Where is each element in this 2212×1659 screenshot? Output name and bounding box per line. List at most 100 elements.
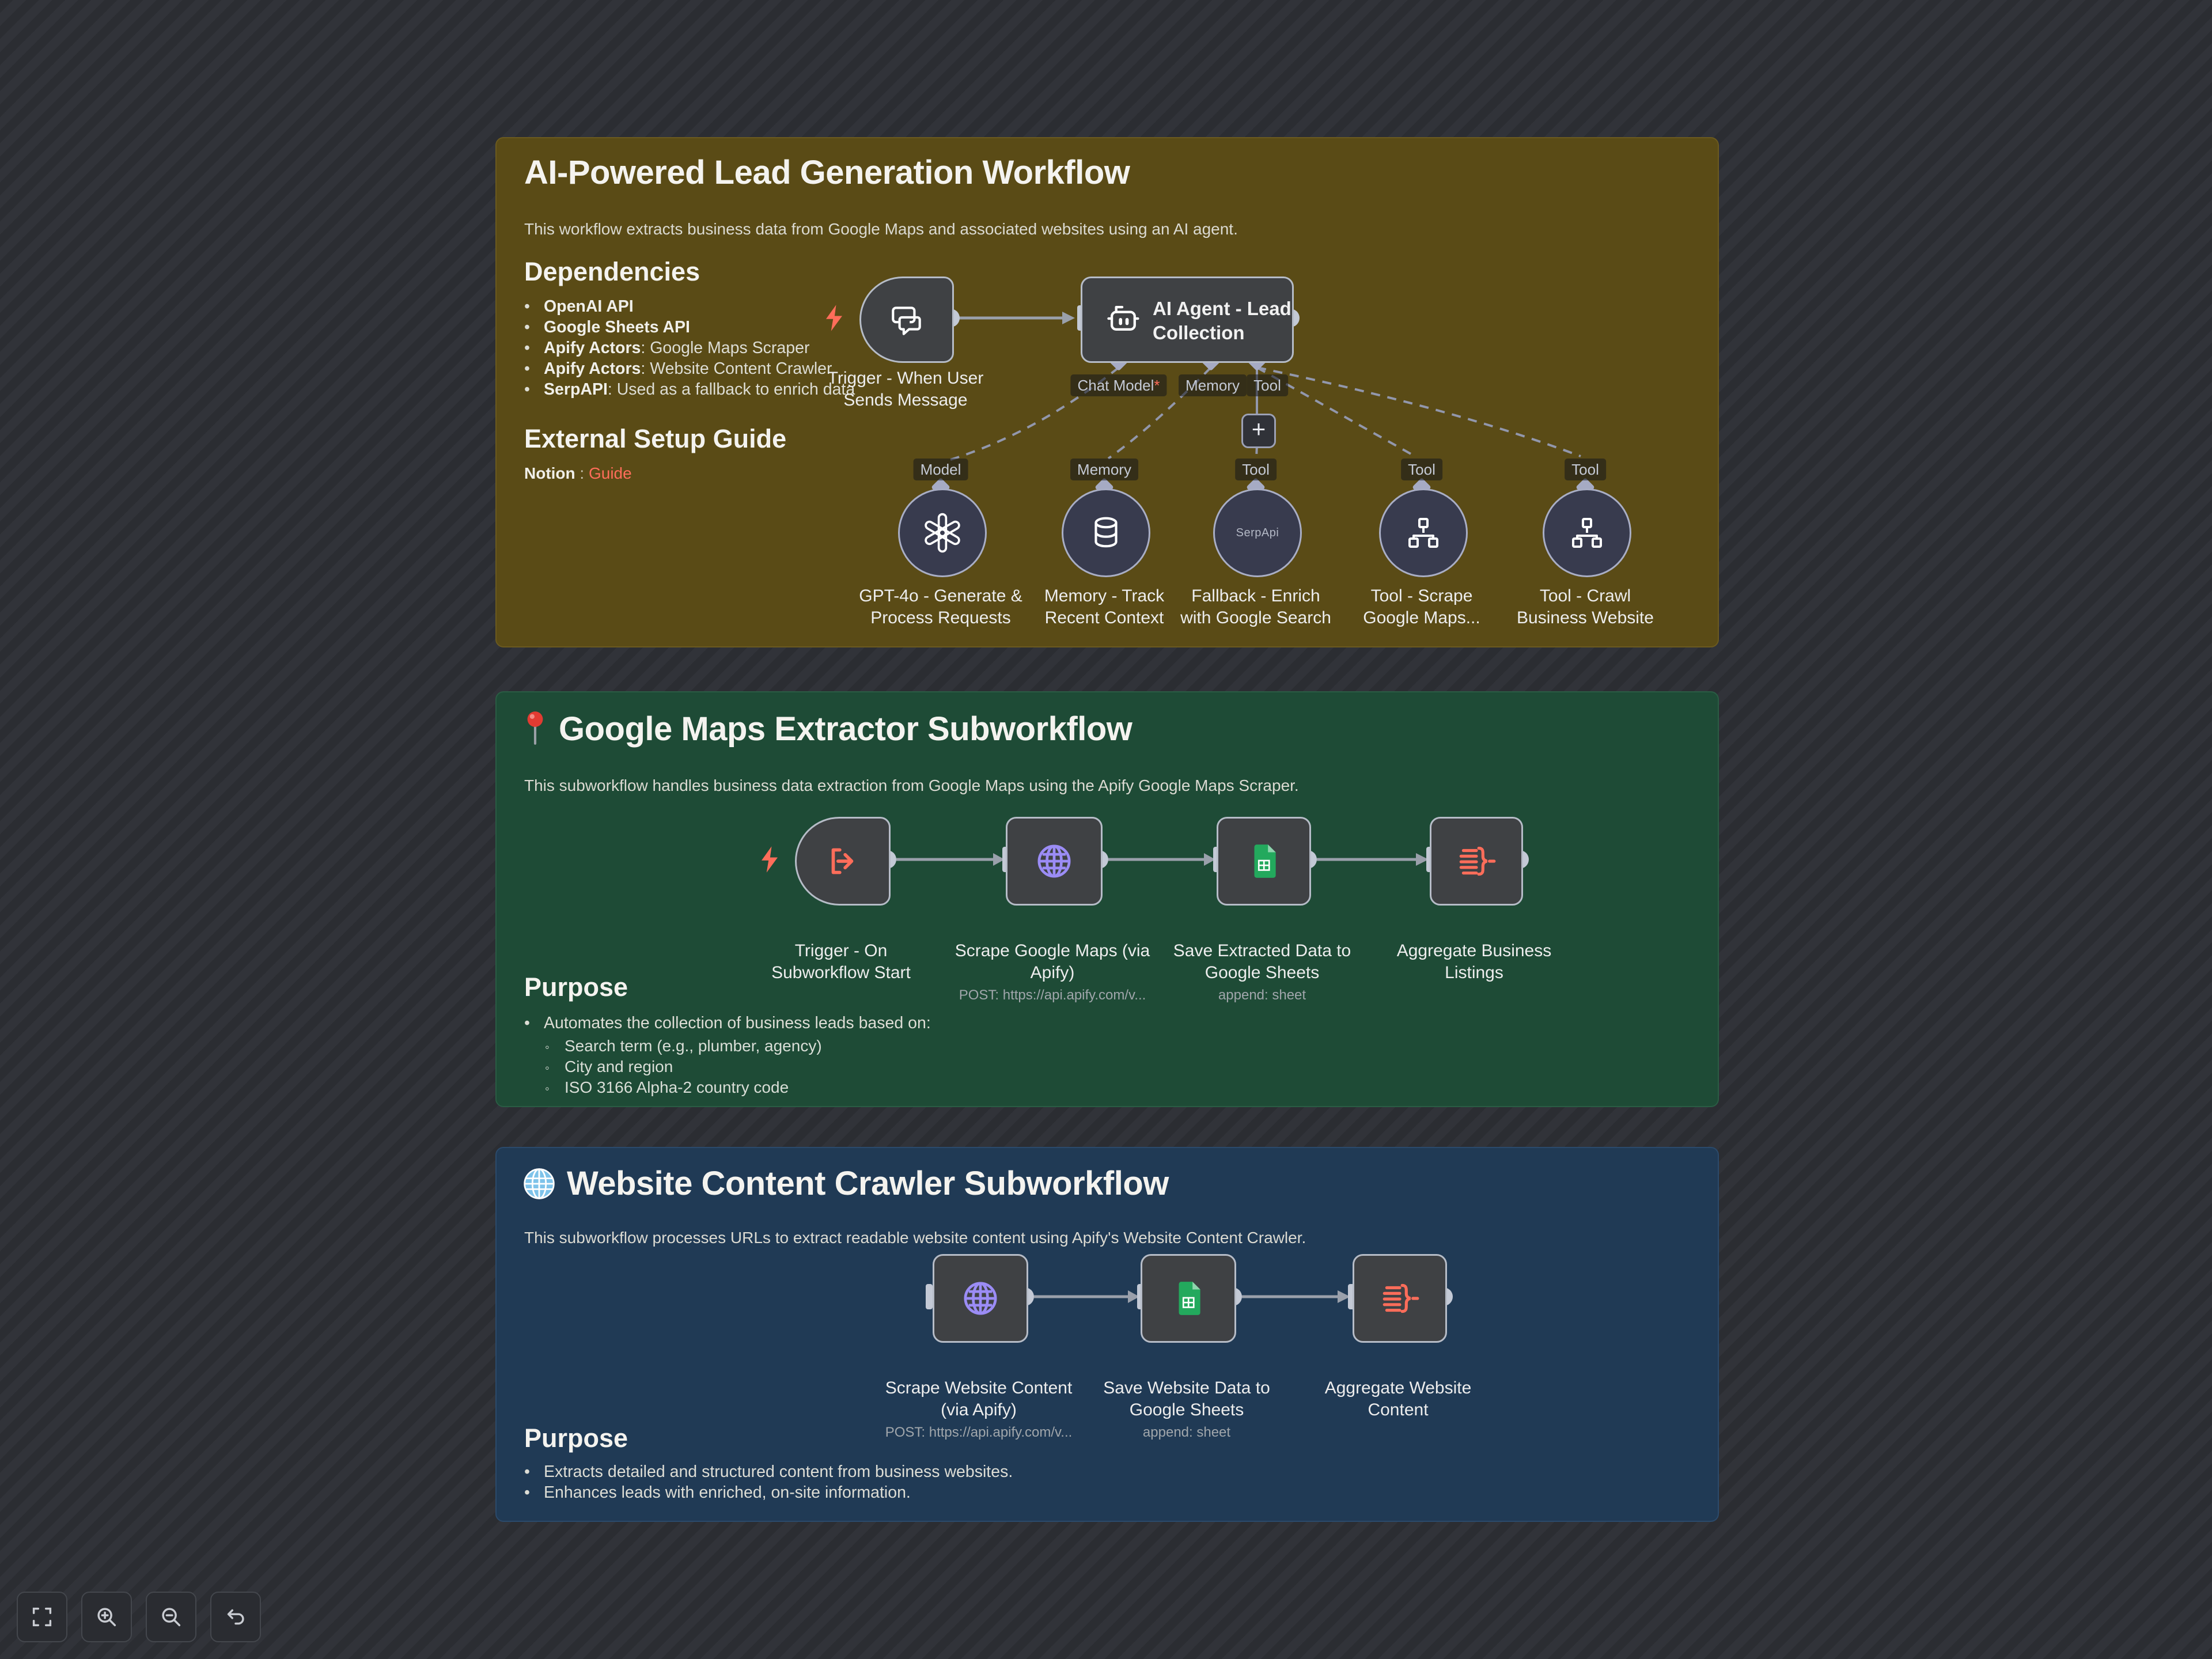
setup-guide-heading: External Setup Guide [524, 424, 787, 453]
serpapi-label: SerpApi [1236, 526, 1279, 539]
sub-port-chip-tool-3: Tool [1565, 459, 1606, 480]
subworkflow-start-icon [831, 848, 854, 874]
node-save-google-sheets[interactable] [1217, 817, 1311, 906]
node-label: AI Agent - Lead Collection [1153, 298, 1291, 343]
globe-icon [1037, 844, 1071, 878]
note-title: Google Maps Extractor Subworkflow [559, 710, 1132, 748]
node-memory[interactable] [1062, 488, 1150, 577]
required-marker: * [1154, 377, 1160, 394]
sticky-note-maps-extractor[interactable]: Google Maps Extractor Subworkflow This s… [495, 691, 1719, 1107]
node-label: Save Extracted Data to Google Sheets [1173, 941, 1351, 982]
google-sheets-icon [1254, 844, 1276, 878]
note-title: Website Content Crawler Subworkflow [567, 1165, 1169, 1202]
list-item: •Enhances leads with enriched, on-site i… [524, 1483, 911, 1502]
node-label: Trigger - When User Sends Message [827, 369, 984, 410]
list-item: •Extracts detailed and structured conten… [524, 1463, 1013, 1481]
purpose-sublist: ◦Search term (e.g., plumber, agency) ◦Ci… [545, 1037, 822, 1099]
purpose-list: •Automates the collection of business le… [524, 1014, 931, 1035]
globe-emoji-icon [524, 1168, 555, 1199]
guide-link[interactable]: Guide [588, 464, 632, 482]
node-label: Trigger - On Subworkflow Start [771, 941, 911, 982]
sitemap-icon [1572, 518, 1602, 548]
undo-icon [227, 1609, 244, 1625]
sitemap-icon [1408, 518, 1438, 548]
node-label: Aggregate Website Content [1324, 1378, 1472, 1419]
note-title-row: Google Maps Extractor Subworkflow [522, 710, 1132, 748]
node-subtitle: POST: https://api.apify.com/v... [959, 987, 1146, 1003]
chat-icon [892, 306, 921, 335]
note-description: This workflow extracts business data fro… [524, 220, 1238, 238]
dependencies-heading: Dependencies [524, 257, 700, 286]
zoom-out-icon [162, 1608, 181, 1627]
node-aggregate[interactable] [1353, 1254, 1447, 1343]
aggregate-icon [1459, 846, 1496, 876]
list-item: •Automates the collection of business le… [524, 1014, 931, 1032]
fit-view-button[interactable] [17, 1592, 67, 1642]
note-description: This subworkflow processes URLs to extra… [524, 1229, 1306, 1247]
list-item: •OpenAI API [524, 297, 634, 316]
zoom-in-button[interactable] [81, 1592, 132, 1642]
sub-port-chip-model: Model [913, 459, 968, 480]
list-item: ◦Search term (e.g., plumber, agency) [545, 1037, 822, 1055]
note-description: This subworkflow handles business data e… [524, 777, 1299, 794]
sticky-note-lead-generation[interactable]: AI-Powered Lead Generation Workflow This… [495, 137, 1719, 647]
list-item: ◦City and region [545, 1058, 673, 1075]
purpose-heading: Purpose [524, 1423, 628, 1453]
node-scrape-google-maps[interactable] [1006, 817, 1103, 906]
node-subtitle: POST: https://api.apify.com/v... [885, 1425, 1073, 1440]
note-title: AI-Powered Lead Generation Workflow [524, 154, 1130, 191]
node-label: Tool - Crawl Business Website [1517, 586, 1654, 627]
list-item: •Apify Actors: Google Maps Scraper [524, 339, 810, 357]
node-gpt4o-model[interactable] [898, 488, 987, 577]
pushpin-icon [527, 711, 543, 745]
openai-icon [925, 513, 960, 553]
zoom-in-icon [97, 1608, 116, 1627]
port-chip-memory: Memory [1179, 374, 1247, 396]
node-subtitle: append: sheet [1142, 1425, 1231, 1440]
node-tool-scrape-maps[interactable] [1379, 488, 1468, 577]
add-tool-button[interactable]: + [1241, 414, 1276, 448]
note-title-row: Website Content Crawler Subworkflow [522, 1164, 1169, 1203]
notion-guide-line: Notion : Guide [524, 464, 632, 482]
robot-icon [1107, 306, 1139, 331]
trigger-bolt-icon [826, 305, 842, 331]
node-ai-agent[interactable]: AI Agent - Lead Collection [1081, 276, 1294, 363]
node-label: Aggregate Business Listings [1396, 941, 1552, 982]
node-label: Scrape Google Maps (via Apify) [955, 941, 1150, 982]
node-save-google-sheets[interactable] [1141, 1254, 1236, 1343]
node-tool-crawl-site[interactable] [1543, 488, 1631, 577]
sub-port-chip-memory: Memory [1070, 459, 1138, 480]
sub-port-chip-tool-1: Tool [1235, 459, 1277, 480]
port-chip-chat-model: Chat Model* [1070, 374, 1167, 396]
node-chat-trigger[interactable] [859, 276, 954, 363]
node-label: Tool - Scrape Google Maps... [1363, 586, 1480, 627]
purpose-heading: Purpose [524, 972, 628, 1002]
list-item: ◦ISO 3166 Alpha-2 country code [545, 1078, 789, 1096]
fit-view-icon [32, 1607, 52, 1627]
list-item: •SerpAPI: Used as a fallback to enrich d… [524, 380, 855, 399]
reset-zoom-button[interactable] [210, 1592, 261, 1642]
node-label: Fallback - Enrich with Google Search [1180, 586, 1331, 627]
wire-arrowhead [1062, 312, 1075, 324]
node-aggregate[interactable] [1430, 817, 1523, 906]
node-subworkflow-trigger[interactable] [795, 817, 891, 906]
node-serpapi-fallback[interactable]: SerpApi [1213, 488, 1302, 577]
node-label: Memory - Track Recent Context [1044, 586, 1165, 627]
google-sheets-icon [1179, 1282, 1200, 1315]
list-item: •Google Sheets API [524, 318, 690, 336]
sticky-note-content-crawler[interactable]: Website Content Crawler Subworkflow This… [495, 1147, 1719, 1522]
node-label: Save Website Data to Google Sheets [1103, 1378, 1270, 1419]
trigger-bolt-icon [762, 846, 778, 873]
node-subtitle: append: sheet [1218, 987, 1306, 1003]
purpose-list: •Extracts detailed and structured conten… [524, 1463, 1013, 1504]
aggregate-icon [1382, 1283, 1419, 1313]
node-scrape-website[interactable] [933, 1254, 1028, 1343]
node-label: Scrape Website Content (via Apify) [885, 1378, 1073, 1419]
dependencies-list: •OpenAI API •Google Sheets API •Apify Ac… [524, 297, 855, 401]
port-chip-tool: Tool [1247, 374, 1288, 396]
globe-icon [964, 1282, 997, 1315]
list-item: •Apify Actors: Website Content Crawler [524, 359, 832, 378]
zoom-out-button[interactable] [146, 1592, 196, 1642]
sub-port-chip-tool-2: Tool [1401, 459, 1442, 480]
